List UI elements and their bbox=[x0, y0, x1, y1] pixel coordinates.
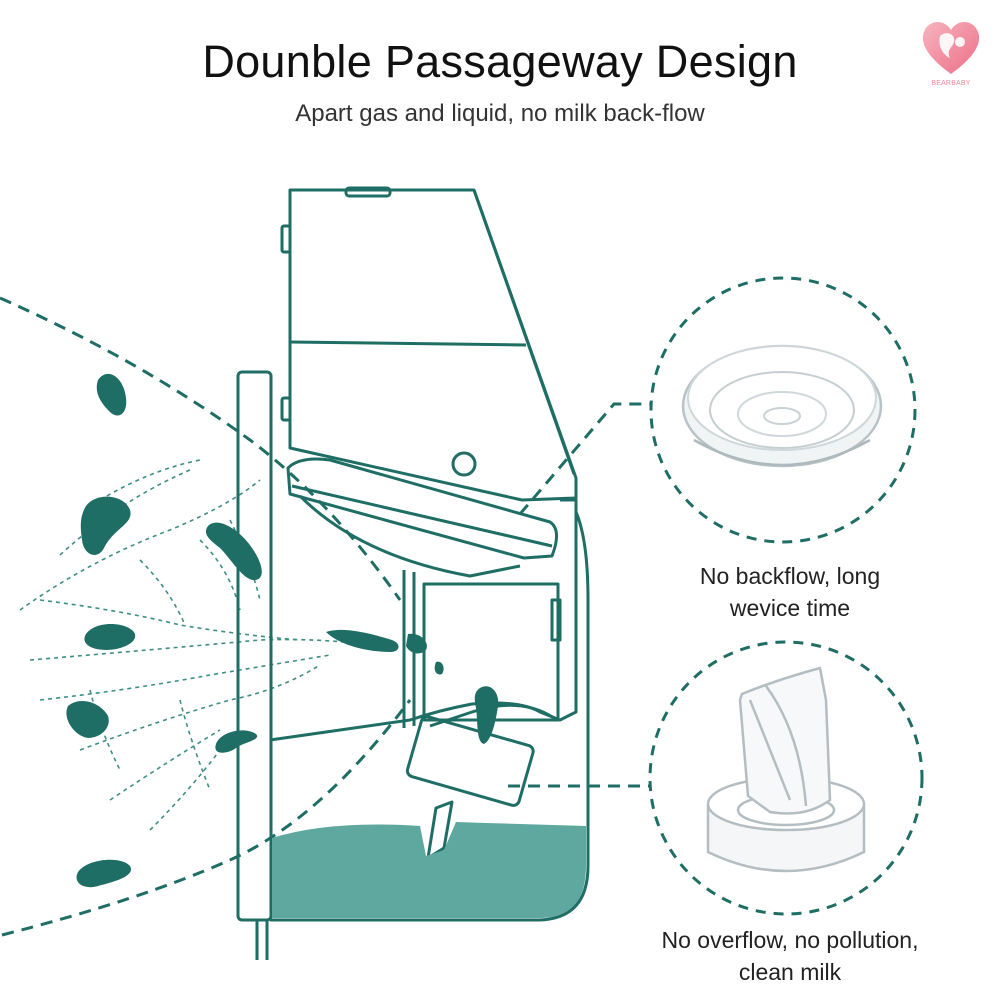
caption-line: No overflow, no pollution, bbox=[661, 927, 919, 953]
brand-name: BEARBABY bbox=[931, 80, 971, 87]
callout-caption-backflow: No backflow, long wevice time bbox=[630, 560, 950, 624]
caption-line: No backflow, long bbox=[699, 563, 881, 589]
callout-connectors bbox=[508, 402, 650, 788]
brand-logo: BEARBABY bbox=[916, 12, 986, 90]
collected-milk bbox=[272, 822, 586, 918]
silicone-diaphragm-icon bbox=[681, 344, 883, 468]
caption-line: wevice time bbox=[729, 595, 851, 621]
pump-body bbox=[236, 186, 590, 960]
page-title: Dounble Passageway Design bbox=[202, 36, 798, 87]
callout-circles bbox=[648, 276, 924, 916]
page-subtitle: Apart gas and liquid, no milk back-flow bbox=[295, 100, 705, 127]
breast-outline bbox=[0, 296, 412, 937]
milk-ducts bbox=[19, 459, 371, 831]
heart-mother-baby-icon bbox=[922, 21, 980, 74]
duckbill-valve-icon bbox=[706, 666, 866, 873]
milk-glands bbox=[66, 373, 499, 888]
caption-line: clean milk bbox=[738, 959, 842, 985]
callout-caption-overflow: No overflow, no pollution, clean milk bbox=[630, 924, 950, 988]
